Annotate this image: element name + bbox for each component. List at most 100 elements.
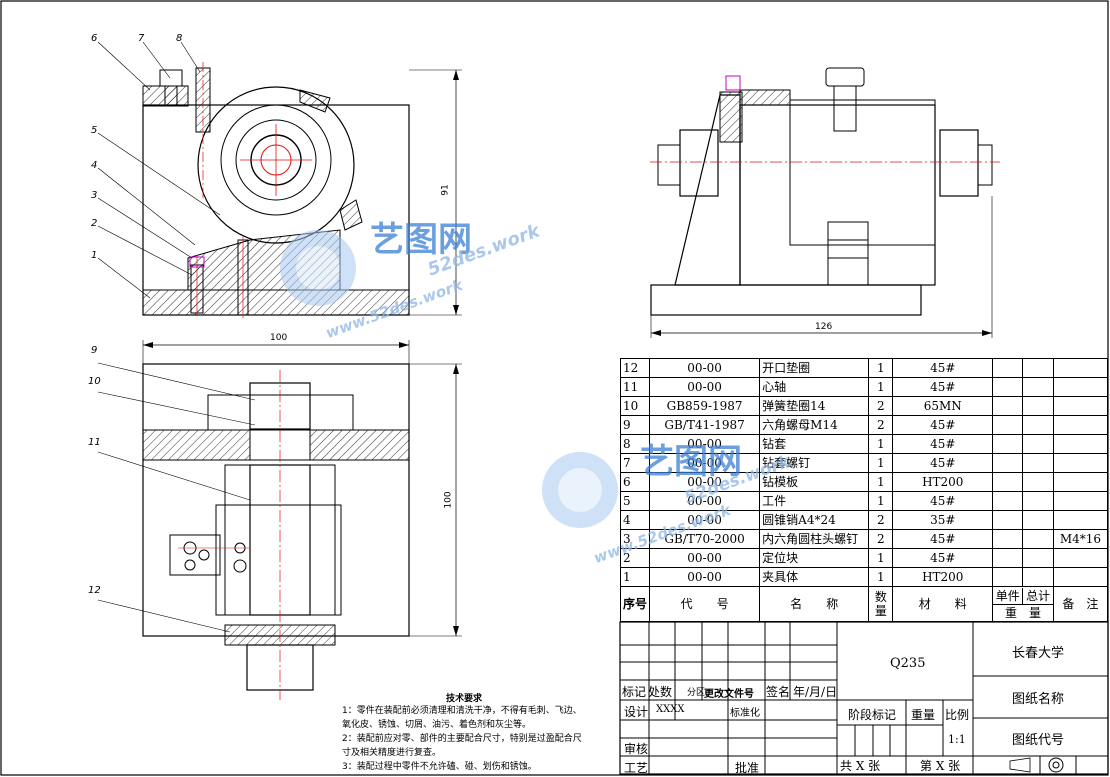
bom-header-row: 序号 代 号 名 称 数量 材 料 单件 总计 重 量 备 注 [619,586,1109,622]
bom-row-code: 00-00 [649,453,761,473]
bom-row-note [1052,434,1109,454]
bom-row-qty: 1 [868,453,894,473]
part-label-10: 10 [88,376,101,387]
tb-change-doc: 更改文件号 [704,689,754,700]
bom-row-note [1052,358,1109,378]
tech-line: 氧化皮、锈蚀、切屑、油污、着色剂和灰尘等。 [342,720,532,730]
bom-row-unit-weight [992,567,1024,587]
bom-row-note [1052,415,1109,435]
bom-row-total-weight [1022,453,1054,473]
bom-row-unit-weight [992,377,1024,397]
bom-row-code: 00-00 [649,491,761,511]
part-label-5: 5 [91,125,98,136]
bom-row-qty: 1 [868,567,894,587]
bom-row-name: 开口垫圈 [759,358,870,378]
tech-line: 1：零件在装配前必须清理和清洗干净，不得有毛刺、飞边、 [342,706,582,716]
bom-row-note [1052,472,1109,492]
bom-row-code: 00-00 [649,358,761,378]
tech-requirements-title: 技术要求 [446,694,483,704]
bom-row-note [1052,510,1109,530]
watermark-brand: 艺图网 [640,442,742,482]
bom-row-qty: 1 [868,472,894,492]
tech-line: 2：装配前应对零、部件的主要配合尺寸，特别是过盈配合尺 [342,734,582,744]
tb-approve: 批准 [735,761,760,775]
dim-side-width: 126 [815,322,833,332]
bom-row-unit-weight [992,510,1024,530]
part-label-1: 1 [91,250,98,261]
bom-row-no: 12 [619,358,651,378]
part-label-8: 8 [176,33,183,44]
bom-row-qty: 2 [868,415,894,435]
tb-sheets: 共 X 张 [840,759,881,773]
material-field: Q235 [890,656,926,671]
bom-row-qty: 2 [868,529,894,549]
bom-row-name: 定位块 [759,548,870,568]
bom-row-material: 45# [892,377,994,397]
tech-line: 寸及相关精度进行复查。 [342,748,442,758]
bom-row-unit-weight [992,453,1024,473]
tb-date: 年/月/日 [793,685,838,699]
part-label-2: 2 [91,218,98,229]
part-label-9: 9 [91,345,98,356]
bom-header-weight: 重 量 [1004,605,1041,620]
part-label-3: 3 [91,190,98,201]
bom-row-material: 45# [892,529,994,549]
bom-row-name: 六角螺母M14 [759,415,870,435]
bom-row-code: GB/T41-1987 [649,415,761,435]
bom-row-unit-weight [992,434,1024,454]
bom-row-total-weight [1022,548,1054,568]
bom-row-total-weight [1022,377,1054,397]
bom-row-material: HT200 [892,567,994,587]
bom-row-unit-weight [992,491,1024,511]
bom-row-qty: 1 [868,358,894,378]
bom-row-qty: 1 [868,434,894,454]
bom-row-total-weight [1022,396,1054,416]
bom-row-code: 00-00 [649,567,761,587]
bom-row-code: GB859-1987 [649,396,761,416]
bom-header-qty: 数量 [868,586,894,622]
bom-row-unit-weight [992,548,1024,568]
bom-header-name: 名 称 [759,586,870,622]
tb-zone: 分区 [687,688,706,698]
tb-mark: 标记 [622,685,647,699]
bom-header-total: 总计 [1026,588,1051,603]
tech-line: 3：装配过程中零件不允许磕、碰、划伤和锈蚀。 [342,762,537,772]
bom-row-note: M4*16 [1052,529,1109,549]
bom-row-note [1052,491,1109,511]
bom-row-qty: 1 [868,491,894,511]
bom-row-code: 00-00 [649,377,761,397]
bom-row-unit-weight [992,472,1024,492]
bom-row-qty: 1 [868,548,894,568]
bom-row-material: 65MN [892,396,994,416]
bom-row-total-weight [1022,491,1054,511]
bom-row-material: 45# [892,358,994,378]
drawing-code: 图纸代号 [1012,733,1065,748]
bom-row-name: 心轴 [759,377,870,397]
bom-row-name: 圆锥销A4*24 [759,510,870,530]
bom-row-unit-weight [992,415,1024,435]
bom-row-total-weight [1022,358,1054,378]
bom-row-note [1052,548,1109,568]
bom-row-no: 4 [619,510,651,530]
bom-row-qty: 2 [868,510,894,530]
bom-row-no: 5 [619,491,651,511]
dim-front-height: 91 [440,184,451,196]
side-view [650,67,1000,338]
bom-header-unit: 单件 [994,587,1024,604]
bom-row-name: 弹簧垫圈14 [759,396,870,416]
watermark-globe [280,230,618,528]
tb-review: 审核 [624,742,649,756]
bom-row-name: 工件 [759,491,870,511]
tech-requirements: 1：零件在装配前必须清理和清洗干净，不得有毛刺、飞边、 氧化皮、锈蚀、切屑、油污… [342,704,582,774]
bom-row-unit-weight [992,396,1024,416]
